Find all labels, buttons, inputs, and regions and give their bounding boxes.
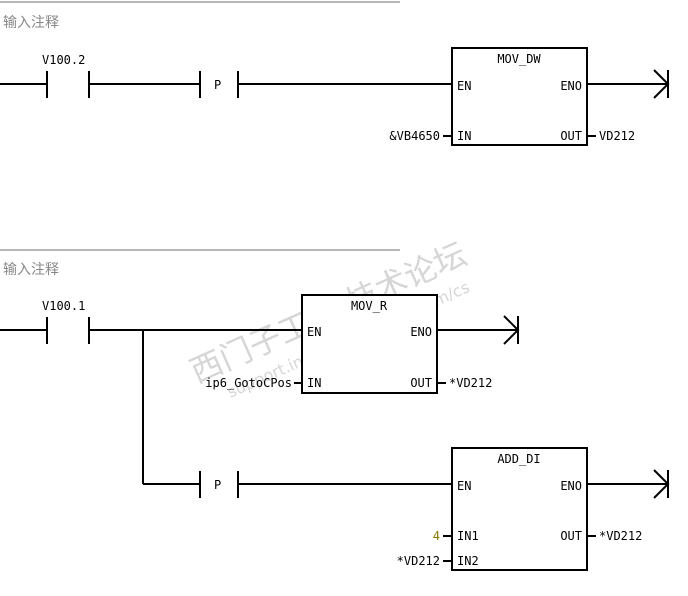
block-box bbox=[301, 294, 438, 394]
add-di-en-pin: EN bbox=[457, 479, 471, 493]
mov-dw-en-pin: EN bbox=[457, 79, 471, 93]
mov-r-eno-pin: ENO bbox=[410, 325, 432, 339]
add-di-in1-value[interactable]: 4 bbox=[433, 529, 440, 543]
network-2-comment[interactable]: 输入注释 bbox=[3, 262, 59, 278]
add-di-title: ADD_DI bbox=[497, 452, 540, 466]
network-2-contact[interactable]: V100.1 bbox=[0, 299, 90, 344]
mov-r-out-value[interactable]: *VD212 bbox=[449, 376, 492, 390]
mov-dw-in-value[interactable]: &VB4650 bbox=[389, 129, 440, 143]
mov-r-title: MOV_R bbox=[351, 299, 388, 313]
mov-dw-in-pin: IN bbox=[457, 129, 471, 143]
add-di-eno-pin: ENO bbox=[560, 479, 582, 493]
network-2[interactable]: 输入注释 V100.1 MOV_R EN ENO IN OUT ip6_Goto… bbox=[0, 249, 670, 571]
mov-dw-out-value[interactable]: VD212 bbox=[599, 129, 635, 143]
add-di-in2-pin: IN2 bbox=[457, 554, 479, 568]
block-box bbox=[451, 447, 588, 571]
network-2-contact-address: V100.1 bbox=[42, 299, 85, 313]
network-2-positive-edge[interactable]: P bbox=[199, 471, 239, 498]
mov-r-out-pin: OUT bbox=[410, 376, 432, 390]
network-1-positive-edge[interactable]: P bbox=[199, 71, 239, 98]
network-1-contact[interactable]: V100.2 bbox=[0, 53, 90, 98]
network-1[interactable]: 输入注释 V100.2 P MOV_DW EN ENO IN OUT bbox=[0, 1, 670, 146]
add-di-in1-pin: IN1 bbox=[457, 529, 479, 543]
mov-r-block[interactable]: MOV_R EN ENO IN OUT bbox=[301, 294, 438, 394]
mov-r-in-value[interactable]: ip6_GotoCPos bbox=[205, 376, 292, 390]
mov-dw-eno-pin: ENO bbox=[560, 79, 582, 93]
mov-dw-block[interactable]: MOV_DW EN ENO IN OUT bbox=[451, 47, 588, 146]
network-2-rung-end-arrow bbox=[653, 469, 670, 499]
network-1-comment[interactable]: 输入注释 bbox=[3, 15, 59, 31]
block-box bbox=[451, 47, 588, 146]
add-di-block[interactable]: ADD_DI EN ENO IN1 OUT IN2 bbox=[451, 447, 588, 571]
network-2-edge-label: P bbox=[214, 478, 221, 492]
network-1-rung-end-arrow bbox=[653, 69, 670, 99]
mov-dw-out-pin: OUT bbox=[560, 129, 582, 143]
mov-dw-title: MOV_DW bbox=[497, 52, 541, 66]
network-1-edge-label: P bbox=[214, 78, 221, 92]
mov-r-en-pin: EN bbox=[307, 325, 321, 339]
add-di-out-value[interactable]: *VD212 bbox=[599, 529, 642, 543]
add-di-out-pin: OUT bbox=[560, 529, 582, 543]
add-di-in2-value[interactable]: *VD212 bbox=[397, 554, 440, 568]
mov-r-in-pin: IN bbox=[307, 376, 321, 390]
mov-r-eno-arrow bbox=[503, 315, 520, 345]
network-1-contact-address: V100.2 bbox=[42, 53, 85, 67]
